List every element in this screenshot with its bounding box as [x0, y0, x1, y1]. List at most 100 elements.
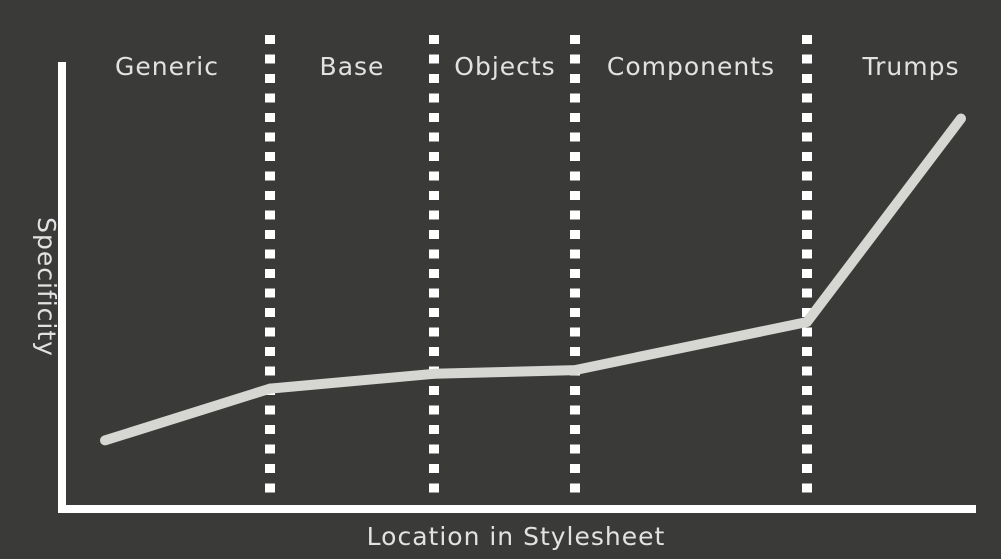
divider-dot	[265, 405, 275, 415]
divider-dot	[429, 405, 439, 415]
data-point	[570, 365, 580, 376]
divider-dot	[265, 152, 275, 161]
divider-dot	[802, 171, 812, 181]
divider-dot	[802, 152, 812, 161]
divider-dot	[265, 327, 275, 337]
data-point	[265, 383, 275, 394]
divider-dot	[802, 308, 812, 317]
divider-dot	[570, 347, 580, 356]
chart-axes	[58, 62, 976, 513]
divider-dot	[802, 74, 812, 83]
divider-dot	[429, 74, 439, 83]
divider-dot	[570, 249, 580, 259]
y-axis-label: Specificity	[32, 217, 61, 357]
divider-dot	[265, 366, 275, 376]
divider-dot	[570, 288, 580, 298]
divider-dot	[429, 113, 439, 122]
divider-dot	[429, 152, 439, 161]
divider-dot	[429, 483, 439, 493]
divider-dot	[570, 269, 580, 278]
divider-dot	[570, 132, 580, 142]
divider-dot	[265, 347, 275, 356]
divider-dot	[265, 191, 275, 200]
section-divider	[802, 35, 812, 493]
divider-dot	[265, 74, 275, 83]
divider-dot	[265, 288, 275, 298]
divider-dot	[802, 210, 812, 220]
divider-dot	[429, 210, 439, 220]
section-label: Objects	[454, 52, 555, 81]
divider-dot	[265, 269, 275, 278]
divider-dot	[802, 269, 812, 278]
divider-dot	[802, 464, 812, 473]
divider-dot	[429, 249, 439, 259]
divider-dot	[429, 93, 439, 103]
divider-dot	[802, 327, 812, 337]
divider-dot	[802, 425, 812, 434]
divider-dot	[802, 386, 812, 395]
data-points	[100, 113, 966, 446]
divider-dot	[802, 132, 812, 142]
divider-dot	[265, 308, 275, 317]
section-label: Trumps	[862, 52, 960, 81]
section-dividers	[265, 35, 812, 493]
divider-dot	[429, 191, 439, 200]
divider-dot	[265, 425, 275, 434]
divider-dot	[429, 230, 439, 239]
divider-dot	[429, 288, 439, 298]
divider-dot	[570, 425, 580, 434]
divider-dot	[802, 444, 812, 454]
data-point	[429, 368, 439, 379]
divider-dot	[265, 93, 275, 103]
divider-dot	[802, 191, 812, 200]
section-divider	[570, 35, 580, 493]
divider-dot	[429, 444, 439, 454]
divider-dot	[570, 54, 580, 64]
divider-dot	[802, 93, 812, 103]
divider-dot	[265, 54, 275, 64]
divider-dot	[265, 464, 275, 473]
divider-dot	[570, 113, 580, 122]
data-point	[956, 113, 966, 124]
section-label: Base	[320, 52, 385, 81]
divider-dot	[429, 269, 439, 278]
divider-dot	[265, 230, 275, 239]
divider-dot	[429, 347, 439, 356]
divider-dot	[802, 249, 812, 259]
divider-dot	[570, 74, 580, 83]
divider-dot	[265, 132, 275, 142]
divider-dot	[570, 405, 580, 415]
section-divider	[429, 35, 439, 493]
divider-dot	[570, 308, 580, 317]
divider-dot	[429, 35, 439, 44]
section-label: Components	[607, 52, 775, 81]
divider-dot	[429, 132, 439, 142]
divider-dot	[429, 464, 439, 473]
specificity-line	[103, 115, 965, 446]
divider-dot	[429, 425, 439, 434]
divider-dot	[265, 35, 275, 44]
divider-dot	[570, 483, 580, 493]
divider-dot	[265, 171, 275, 181]
divider-dot	[265, 210, 275, 220]
divider-dot	[570, 444, 580, 454]
divider-dot	[802, 366, 812, 376]
divider-dot	[802, 347, 812, 356]
divider-dot	[570, 152, 580, 161]
divider-dot	[429, 171, 439, 181]
x-axis-label: Location in Stylesheet	[367, 522, 666, 551]
divider-dot	[429, 54, 439, 64]
divider-dot	[265, 483, 275, 493]
divider-dot	[570, 191, 580, 200]
section-divider	[265, 35, 275, 493]
divider-dot	[802, 483, 812, 493]
divider-dot	[570, 93, 580, 103]
divider-dot	[802, 35, 812, 44]
divider-dot	[802, 230, 812, 239]
divider-dot	[429, 308, 439, 317]
divider-dot	[429, 327, 439, 337]
divider-dot	[802, 288, 812, 298]
